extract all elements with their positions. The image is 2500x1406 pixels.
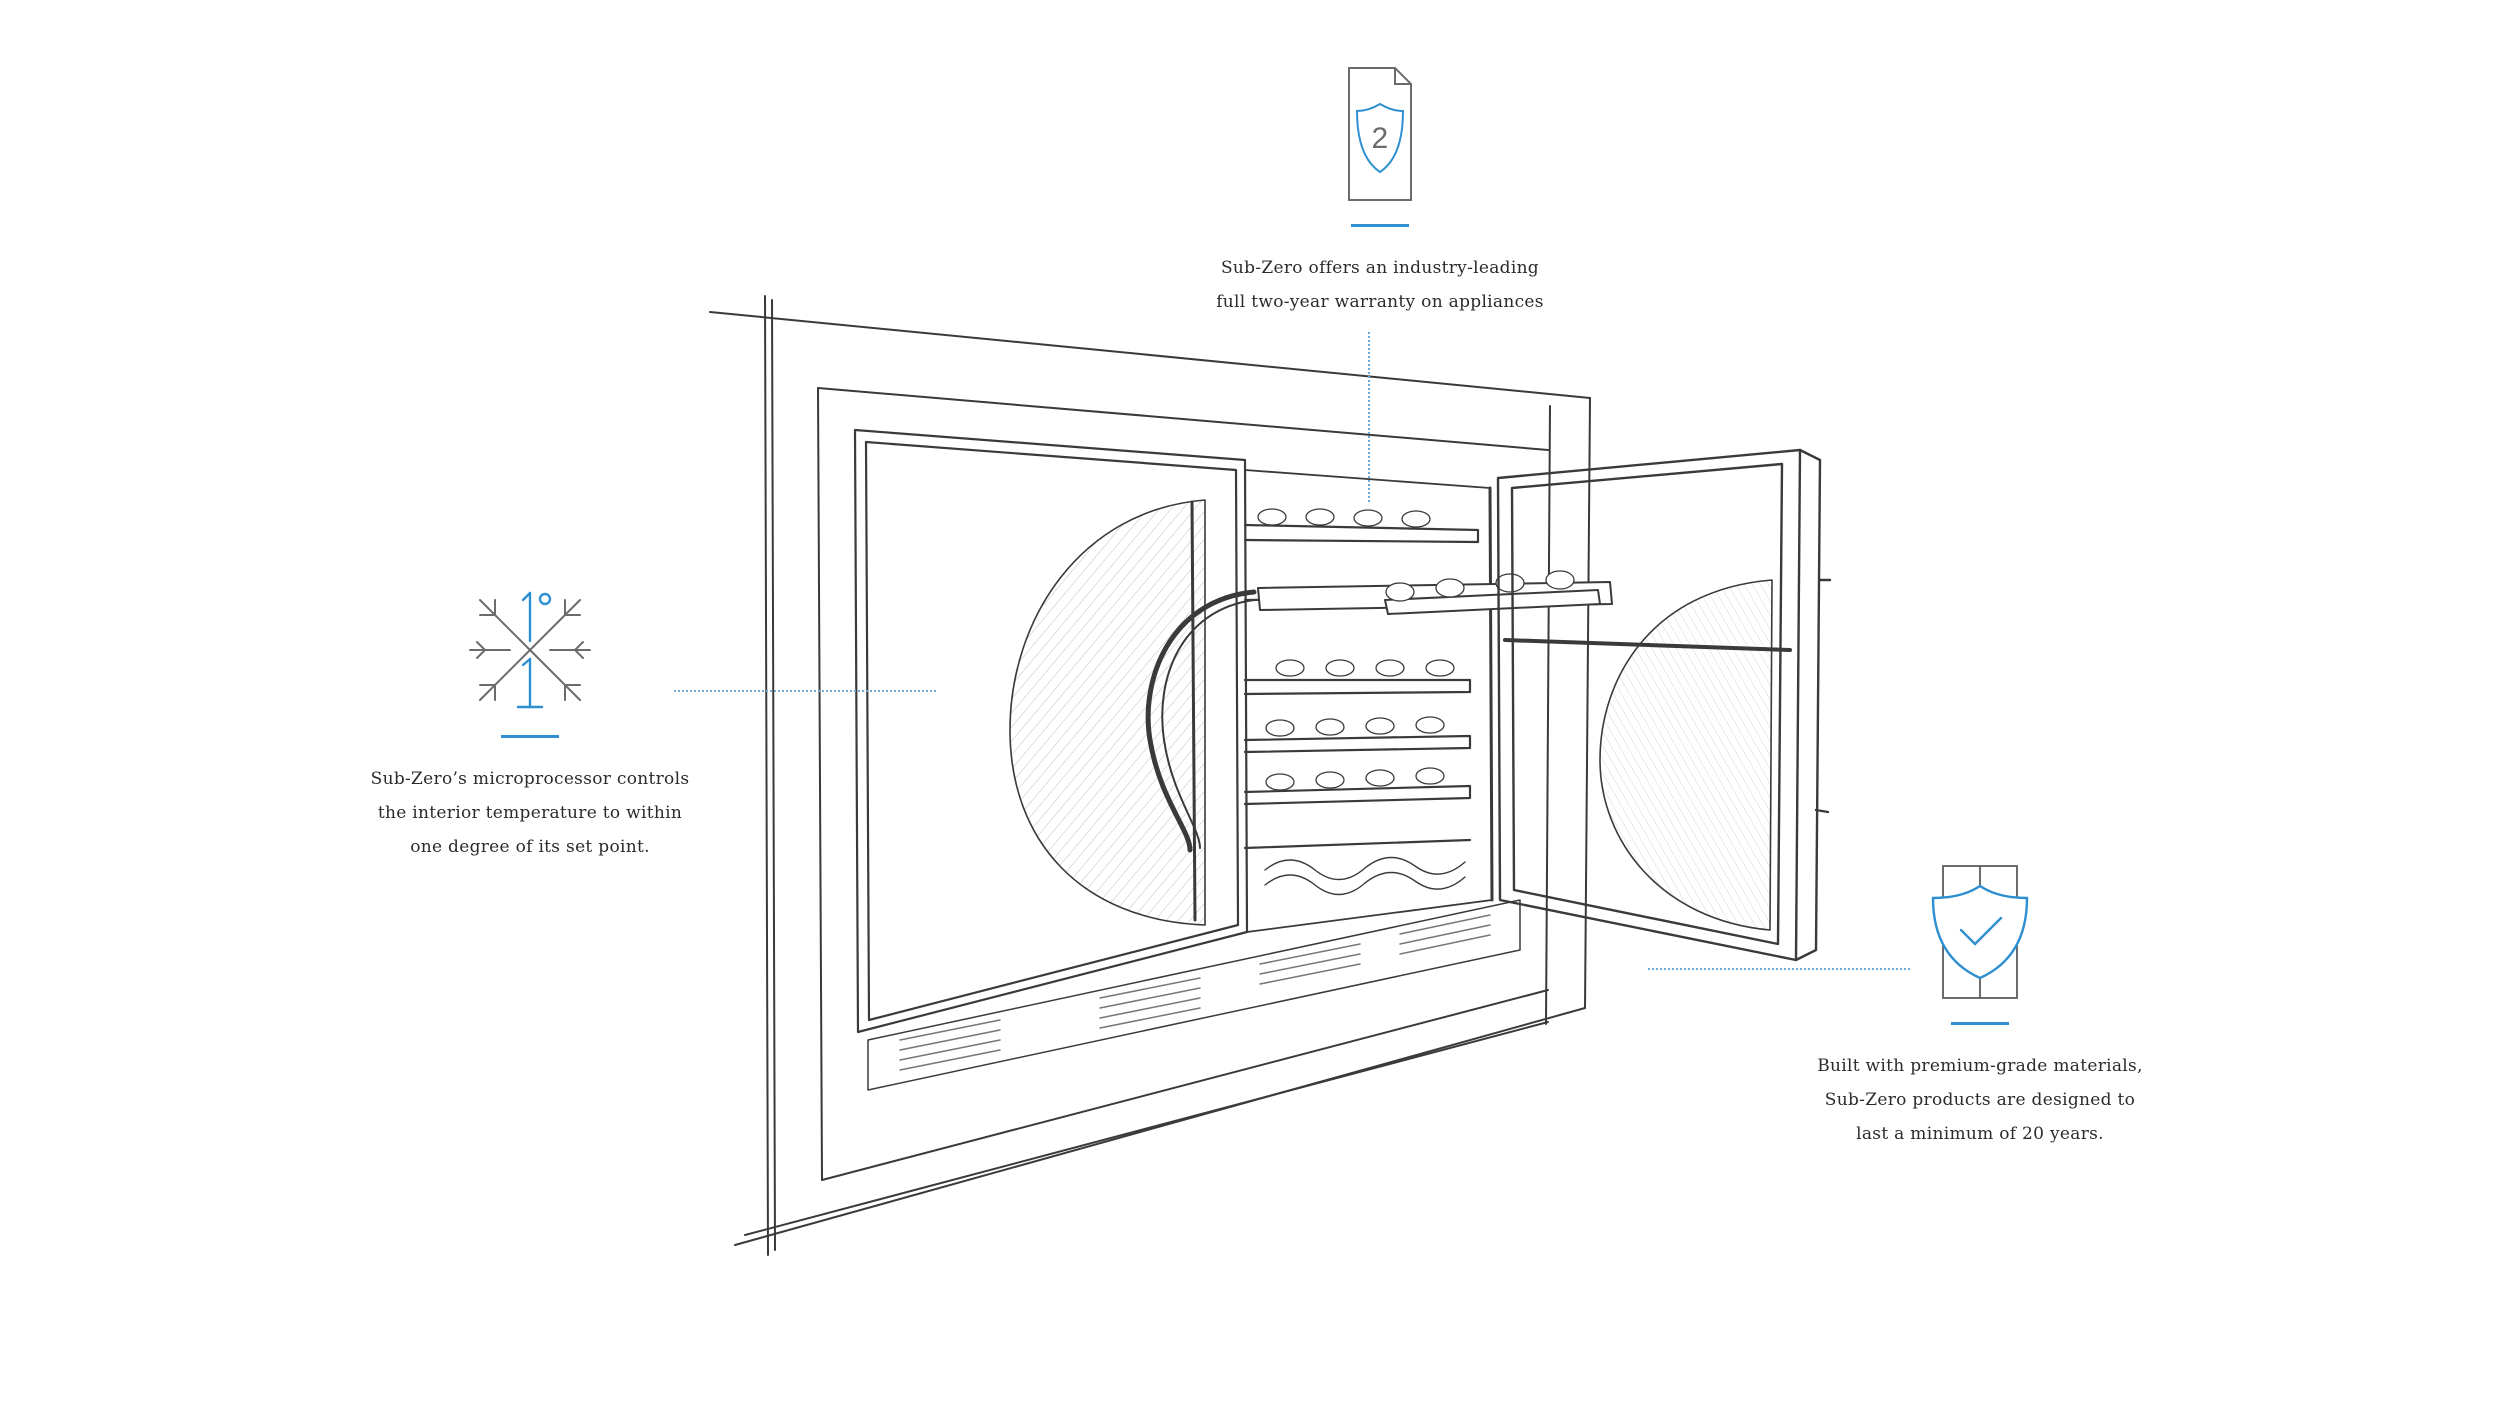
warranty-document-shield-icon: 2 [1348,67,1412,201]
left-glass-door [853,428,1257,1034]
temperature-accent-rule [501,735,559,738]
vent-panel [867,899,1521,1091]
materials-accent-rule [1951,1022,2009,1025]
temperature-badge-text: 1° [529,585,531,586]
warranty-accent-rule [1351,224,1409,227]
materials-leader-line [1648,968,1910,970]
warranty-badge-text: 2 [1372,122,1389,155]
warranty-leader-line [1368,332,1370,502]
right-open-door [1496,448,1832,962]
temperature-callout: 1° Sub-Zero’s microprocessor controls th… [330,585,730,864]
warranty-text-line-1: Sub-Zero offers an industry-leading [1220,258,1539,278]
interior-wine-racks [1243,469,1613,933]
materials-text-line-2: Sub-Zero products are designed to [1824,1090,2136,1110]
materials-text-line-3: last a minimum of 20 years. [1856,1124,2104,1144]
materials-callout: Built with premium-grade materials, Sub-… [1780,862,2180,1151]
cabinet-frame [709,295,1591,1256]
temperature-leader-line [674,690,936,692]
temperature-text-line-2: the interior temperature to within [377,803,683,823]
temperature-text-line-3: one degree of its set point. [410,837,650,857]
checkmark-shield-icon [1931,865,2029,999]
snowflake-temperature-icon: 1° [469,585,591,709]
materials-text-line-1: Built with premium-grade materials, [1817,1056,2143,1076]
temperature-text-line-1: Sub-Zero’s microprocessor controls [370,769,690,789]
warranty-text-line-2: full two-year warranty on appliances [1216,292,1544,312]
warranty-callout: 2 Sub-Zero offers an industry-leading fu… [1180,64,1580,319]
